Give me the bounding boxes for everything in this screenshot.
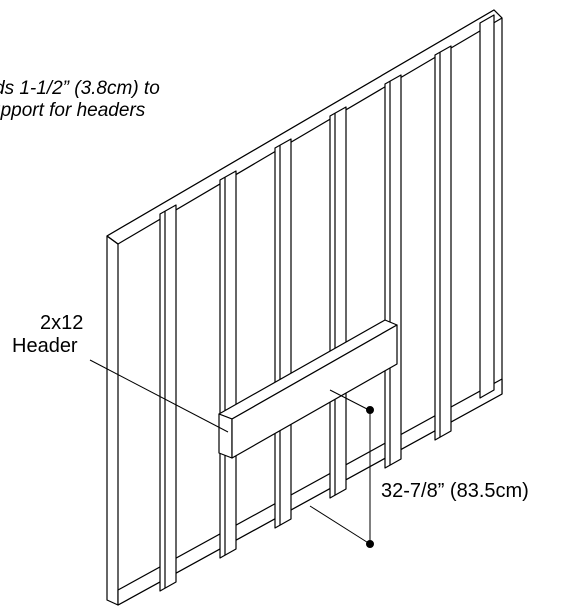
header-size-label: 2x12 [40,312,84,334]
dimension-leader-bottom [309,505,371,545]
bottom-plate [117,378,503,606]
top-plate-edge [106,235,119,245]
stud [219,170,237,559]
end-stud-right [479,14,495,399]
dimension-dot-top [366,406,374,414]
stud-note-line-2: upport for headers [0,100,146,121]
header-label: Header [12,335,78,357]
dimension-dot-bottom [366,540,374,548]
stud [159,204,177,592]
dimension-leader-top [329,389,370,411]
header-side-face [231,324,398,459]
stud [384,74,402,469]
header-leader-line [89,359,229,433]
height-dimension [309,389,374,548]
header-front-face [218,413,233,459]
stud [329,106,347,499]
stud-note-line-1: ds 1-1/2” (3.8cm) to [0,78,160,99]
height-dimension-label: 32-7/8” (83.5cm) [381,480,529,502]
stud [274,138,292,529]
stud [434,45,452,441]
header-board [218,319,398,459]
